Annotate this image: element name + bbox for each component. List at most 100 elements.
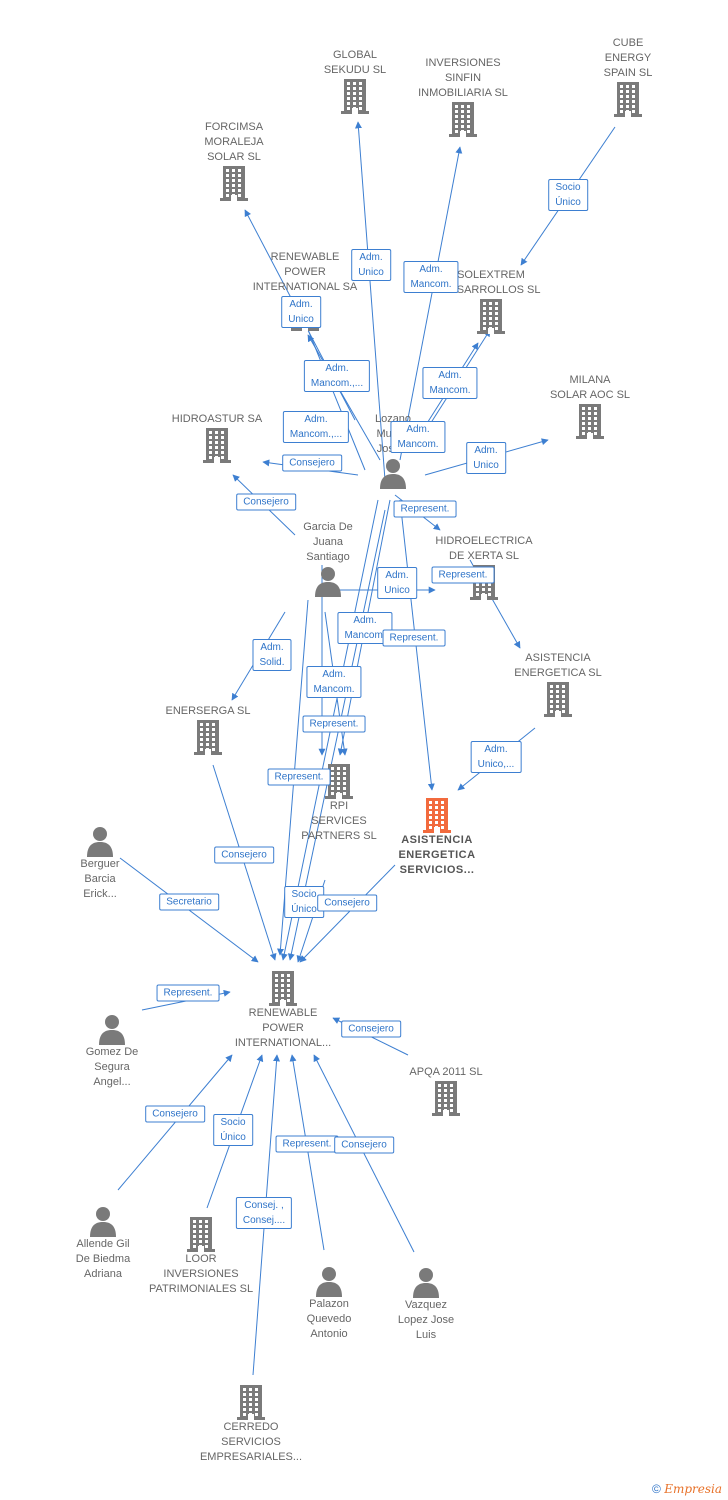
- person-node-garcia[interactable]: Garcia De Juana Santiago: [253, 520, 403, 597]
- node-label: Palazon Quevedo Antonio: [306, 1298, 352, 1340]
- company-node-global[interactable]: GLOBAL SEKUDU SL: [280, 48, 430, 114]
- relation-edge: [354, 121, 386, 481]
- building-icon: [220, 166, 248, 201]
- building-icon: [325, 764, 353, 799]
- company-node-milana[interactable]: MILANA SOLAR AOC SL: [515, 373, 665, 439]
- node-label: APQA 2011 SL: [409, 1066, 483, 1078]
- company-node-enerserga[interactable]: ENERSERGA SL: [133, 704, 283, 755]
- company-node-rpi[interactable]: RPI SERVICES PARTNERS SL: [264, 763, 414, 844]
- person-node-berguer[interactable]: Berguer Barcia Erick...: [25, 825, 175, 902]
- relation-label[interactable]: Consejero: [214, 846, 274, 864]
- node-label: SOLEXTREM DESARROLLOS SL: [441, 269, 541, 296]
- relation-label[interactable]: Consejero: [236, 493, 296, 511]
- footer-brand[interactable]: © Empresia: [652, 1482, 722, 1496]
- relation-edge: [313, 1054, 415, 1253]
- relation-label[interactable]: Represent.: [275, 1135, 339, 1153]
- company-node-renewable-int[interactable]: RENEWABLE POWER INTERNATIONAL...: [208, 970, 358, 1051]
- node-label: LOOR INVERSIONES PATRIMONIALES SL: [148, 1253, 254, 1295]
- relation-label[interactable]: Represent.: [267, 768, 331, 786]
- node-label: RENEWABLE POWER INTERNATIONAL SA: [252, 251, 358, 293]
- node-label: HIDROASTUR SA: [171, 413, 263, 425]
- building-icon: [194, 720, 222, 755]
- relation-label[interactable]: Consejero: [334, 1136, 394, 1154]
- relation-label[interactable]: Adm. Mancom.: [403, 261, 459, 293]
- company-node-loor[interactable]: LOOR INVERSIONES PATRIMONIALES SL: [126, 1216, 276, 1297]
- relation-edge: [117, 1054, 233, 1191]
- building-icon: [449, 102, 477, 137]
- person-icon: [380, 459, 406, 489]
- building-icon: [432, 1081, 460, 1116]
- person-icon: [316, 1267, 342, 1297]
- node-label: Gomez De Segura Angel...: [85, 1046, 139, 1088]
- relation-label[interactable]: Consejero: [282, 454, 342, 472]
- person-icon: [87, 827, 113, 857]
- node-label: Allende Gil De Biedma Adriana: [75, 1238, 131, 1280]
- relation-label[interactable]: Adm. Mancom.: [422, 367, 478, 399]
- relation-label[interactable]: Adm. Unico: [281, 296, 321, 328]
- relation-label[interactable]: Adm. Unico,...: [470, 741, 522, 773]
- relation-label[interactable]: Adm. Unico: [351, 249, 391, 281]
- relation-label[interactable]: Represent.: [302, 715, 366, 733]
- company-node-asistencia-serv[interactable]: ASISTENCIA ENERGETICA SERVICIOS...: [362, 797, 512, 878]
- brand-name: Empresia: [664, 1482, 722, 1496]
- company-node-cube[interactable]: CUBE ENERGY SPAIN SL: [553, 36, 703, 117]
- relation-label[interactable]: Secretario: [159, 893, 219, 911]
- company-node-solextrem[interactable]: SOLEXTREM DESARROLLOS SL: [416, 268, 566, 334]
- node-label: ASISTENCIA ENERGETICA SERVICIOS...: [398, 834, 476, 876]
- relation-label[interactable]: Consejero: [145, 1105, 205, 1123]
- company-node-cerredo[interactable]: CERREDO SERVICIOS EMPRESARIALES...: [176, 1384, 326, 1465]
- node-label: Garcia De Juana Santiago: [303, 521, 353, 563]
- person-icon: [90, 1207, 116, 1237]
- relation-label[interactable]: Represent.: [156, 984, 220, 1002]
- node-label: CERREDO SERVICIOS EMPRESARIALES...: [199, 1421, 303, 1463]
- node-label: ENERSERGA SL: [165, 705, 251, 717]
- relation-edge: [299, 864, 396, 963]
- relation-label[interactable]: Represent.: [382, 629, 446, 647]
- person-node-palazon[interactable]: Palazon Quevedo Antonio: [254, 1265, 404, 1342]
- relation-label[interactable]: Adm. Mancom.: [306, 666, 362, 698]
- relation-edge: [289, 1054, 325, 1251]
- relation-label[interactable]: Represent.: [431, 566, 495, 584]
- company-node-asistencia-sl[interactable]: ASISTENCIA ENERGETICA SL: [483, 651, 633, 717]
- company-node-inversiones[interactable]: INVERSIONES SINFIN INMOBILIARIA SL: [388, 56, 538, 137]
- building-icon: [269, 971, 297, 1006]
- building-icon: [187, 1217, 215, 1252]
- relation-label[interactable]: Adm. Mancom.,...: [303, 360, 371, 392]
- node-label: INVERSIONES SINFIN INMOBILIARIA SL: [418, 57, 508, 99]
- node-label: ASISTENCIA ENERGETICA SL: [514, 652, 602, 679]
- person-icon: [315, 567, 341, 597]
- relation-label[interactable]: Consejero: [317, 894, 377, 912]
- building-icon: [237, 1385, 265, 1420]
- relation-edge: [307, 334, 381, 461]
- building-icon: [203, 428, 231, 463]
- relation-label[interactable]: Consej. , Consej....: [235, 1197, 293, 1229]
- building-icon: [576, 404, 604, 439]
- person-icon: [99, 1015, 125, 1045]
- relation-label[interactable]: Adm. Mancom.,...: [282, 411, 350, 443]
- company-node-hidroastur[interactable]: HIDROASTUR SA: [142, 412, 292, 463]
- relation-label[interactable]: Socio Único: [548, 179, 588, 211]
- relation-label[interactable]: Socio Único: [213, 1114, 253, 1146]
- relation-edge: [399, 146, 463, 461]
- person-node-vazquez[interactable]: Vazquez Lopez Jose Luis: [351, 1266, 501, 1343]
- company-node-apqa[interactable]: APQA 2011 SL: [371, 1065, 521, 1116]
- person-node-allende[interactable]: Allende Gil De Biedma Adriana: [28, 1205, 178, 1282]
- node-label: MILANA SOLAR AOC SL: [549, 374, 631, 401]
- relation-edge: [287, 509, 386, 961]
- company-node-forcimsa[interactable]: FORCIMSA MORALEJA SOLAR SL: [159, 120, 309, 201]
- node-label: RPI SERVICES PARTNERS SL: [301, 800, 377, 842]
- building-icon: [341, 79, 369, 114]
- relation-label[interactable]: Adm. Mancom.: [390, 421, 446, 453]
- node-label: HIDROELECTRICA DE XERTA SL: [435, 535, 533, 562]
- relation-label[interactable]: Represent.: [393, 500, 457, 518]
- node-label: Berguer Barcia Erick...: [80, 858, 120, 900]
- relation-label[interactable]: Adm. Unico: [466, 442, 506, 474]
- building-icon: [477, 299, 505, 334]
- relation-label[interactable]: Consejero: [341, 1020, 401, 1038]
- node-label: CUBE ENERGY SPAIN SL: [603, 37, 653, 79]
- person-node-gomez[interactable]: Gomez De Segura Angel...: [37, 1013, 187, 1090]
- relation-label[interactable]: Adm. Unico: [377, 567, 417, 599]
- relation-label[interactable]: Adm. Solid.: [252, 639, 292, 671]
- building-icon: [614, 82, 642, 117]
- node-label: RENEWABLE POWER INTERNATIONAL...: [234, 1007, 332, 1049]
